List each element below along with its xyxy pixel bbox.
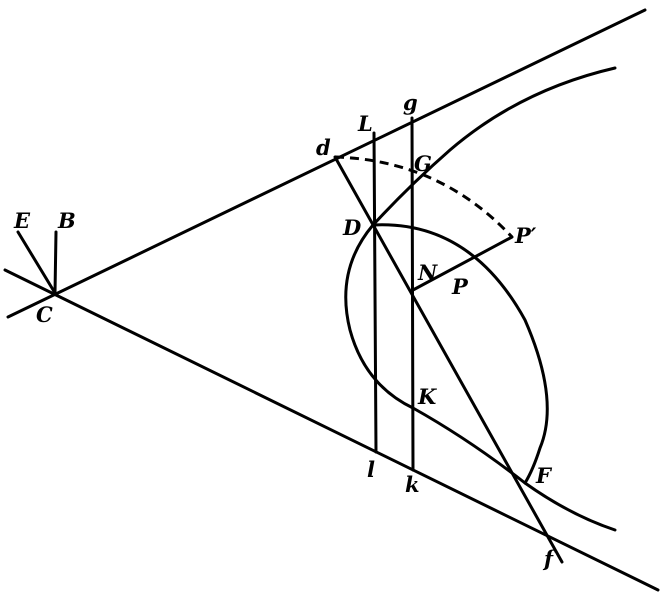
label-G: G xyxy=(414,151,432,176)
label-l: l xyxy=(367,457,375,482)
line-BC xyxy=(53,230,58,295)
line-NP-prime xyxy=(411,235,514,292)
line-Ll xyxy=(372,131,378,454)
label-g: g xyxy=(403,90,418,115)
oval-curve xyxy=(371,223,549,485)
label-C: C xyxy=(36,302,53,327)
label-P: P xyxy=(451,274,469,299)
label-E: E xyxy=(13,208,31,233)
line-df xyxy=(333,155,564,564)
label-D: D xyxy=(342,215,362,240)
line-EC xyxy=(16,230,57,295)
label-N: N xyxy=(417,260,438,285)
label-d: d xyxy=(316,135,331,160)
label-P-prime: P′ xyxy=(514,223,537,248)
hyperbola-curve xyxy=(344,66,617,532)
upper-asymptote-line xyxy=(6,8,647,319)
label-K: K xyxy=(417,384,437,409)
label-F: F xyxy=(535,463,553,488)
label-B: B xyxy=(57,208,76,233)
line-gk xyxy=(410,116,415,472)
label-L: L xyxy=(357,111,373,136)
label-k: k xyxy=(405,472,420,497)
lower-asymptote-line xyxy=(3,268,660,592)
